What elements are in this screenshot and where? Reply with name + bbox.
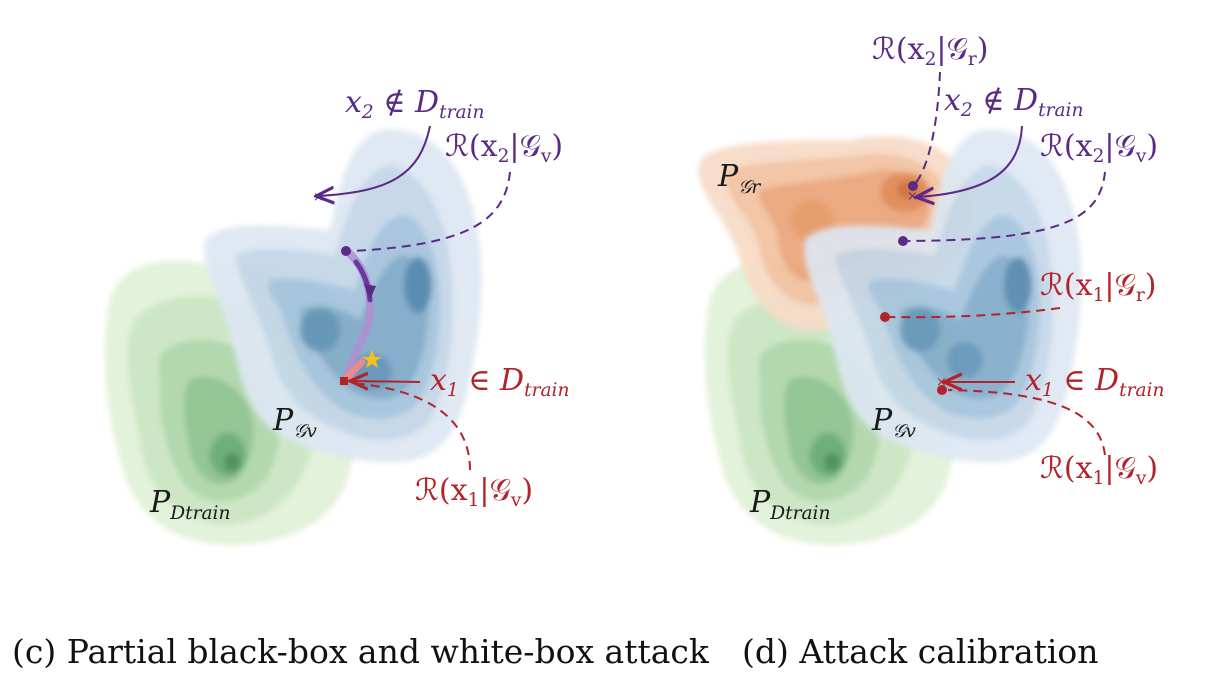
- x2-cross-marker-d: ×: [907, 189, 918, 204]
- x1-gv-point-d: [937, 385, 947, 395]
- x2-sample-point-c: [341, 246, 351, 256]
- label-r-x2-gv-d: ℛ(x2|𝒢v): [1040, 129, 1158, 167]
- density-p-gv-d: [804, 129, 1082, 463]
- x1-sample-point-c: [340, 377, 348, 385]
- label-x2-notin-dtrain-d: x2 ∉ Dtrain: [944, 83, 1083, 121]
- label-p-gv-c: P𝒢v: [272, 403, 317, 442]
- star-icon: [362, 350, 382, 368]
- label-x2-notin-dtrain-c: x2 ∉ Dtrain: [345, 85, 484, 123]
- caption-panel-c: (c) Partial black-box and white-box atta…: [12, 632, 709, 671]
- label-r-x2-gv-c: ℛ(x2|𝒢v): [445, 129, 563, 167]
- label-p-gv-d: P𝒢v: [871, 403, 916, 442]
- r-x2-gv-leader-c: [351, 171, 511, 252]
- r-x1-gv-leader-d: [947, 389, 1106, 456]
- r-x1-gv-leader-c: [351, 382, 471, 471]
- x1-gr-point-d: [880, 312, 890, 322]
- label-p-gr-d: P𝒢r: [717, 159, 761, 198]
- panel-d: × × ℛ(x2|𝒢r) x2 ∉ Dtrain ℛ(x2|𝒢v) ℛ(x1|𝒢…: [698, 32, 1164, 545]
- x1-cross-marker-d: ×: [936, 375, 947, 390]
- trajectory-c: [341, 248, 382, 384]
- label-p-dtrain-c: PDtrain: [149, 485, 230, 524]
- r-x2-gv-leader-d: [907, 171, 1106, 242]
- r-x2-gr-leader-d: [914, 71, 941, 185]
- density-p-gv-c: [204, 129, 482, 463]
- x1-leader-c: [352, 381, 421, 382]
- label-r-x1-gr-d: ℛ(x1|𝒢r): [1040, 268, 1156, 306]
- label-r-x2-gr-d: ℛ(x2|𝒢r): [872, 32, 988, 70]
- x2-gv-point-d: [898, 236, 908, 246]
- panel-c: × x2 ∉ Dtrain ℛ(x2|𝒢v) x1 ∈ Dtrain ℛ(x1|…: [104, 85, 569, 545]
- x2-cross-marker-c: ×: [313, 190, 324, 205]
- x2-leader-d: [918, 125, 1023, 197]
- label-p-dtrain-d: PDtrain: [749, 485, 830, 524]
- label-x1-in-dtrain-d: x1 ∈ Dtrain: [1025, 363, 1164, 401]
- r-x1-gr-leader-d: [889, 307, 1061, 319]
- caption-panel-d: (d) Attack calibration: [742, 632, 1099, 671]
- label-r-x1-gv-d: ℛ(x1|𝒢v): [1040, 451, 1158, 489]
- label-x1-in-dtrain-c: x1 ∈ Dtrain: [430, 363, 569, 401]
- x2-leader-c: [318, 125, 431, 196]
- label-r-x1-gv-c: ℛ(x1|𝒢v): [415, 473, 533, 511]
